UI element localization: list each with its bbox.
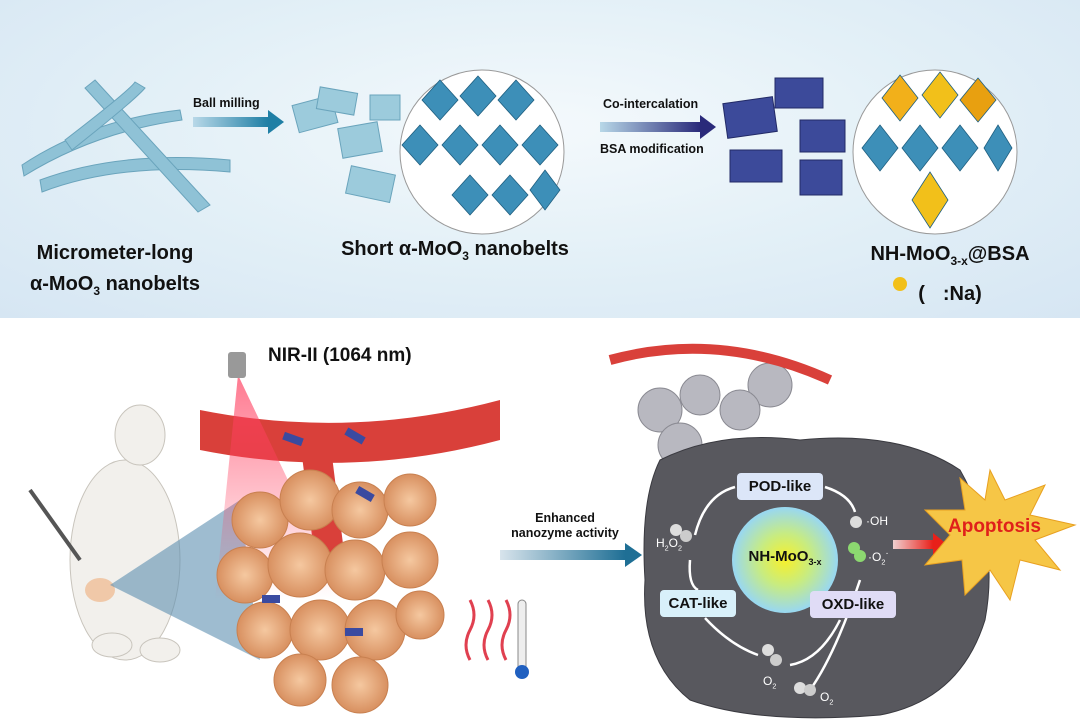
thermometer-icon bbox=[517, 599, 527, 671]
nh-moo3-bsa-label: NH-MoO3-x@BSA (:Na) bbox=[850, 238, 1050, 311]
laser-icon bbox=[228, 352, 246, 378]
reaction-arrows bbox=[688, 485, 862, 691]
octahedra bbox=[401, 75, 561, 216]
apoptosis-arrow bbox=[893, 540, 933, 549]
syringe-icon bbox=[28, 488, 82, 562]
oxygen-label-2: O2 bbox=[820, 690, 834, 707]
nh-moo3-core bbox=[732, 507, 838, 613]
label-line: NH-MoO3-x@BSA bbox=[870, 243, 1030, 268]
enhanced-activity-arrow bbox=[500, 550, 625, 560]
short-nanobelts bbox=[291, 86, 401, 204]
h2o2-label: H2O2 bbox=[656, 536, 683, 553]
laser-label: NIR-II (1064 nm) bbox=[268, 345, 412, 366]
label-line: Enhanced bbox=[535, 511, 595, 525]
long-nanobelts bbox=[21, 79, 231, 213]
tumor-site bbox=[85, 578, 115, 602]
enhanced-activity-label: Enhanced nanozyme activity bbox=[495, 511, 635, 541]
cat-like-box: CAT-like bbox=[660, 590, 736, 617]
short-nanobelts-label: Short α-MoO3 nanobelts bbox=[341, 238, 569, 263]
superoxide-label: ·O2· bbox=[868, 548, 889, 567]
pod-like-box: POD-like bbox=[737, 473, 823, 500]
apoptosis-label: Apoptosis bbox=[948, 516, 1041, 537]
co-intercalation-label: Co-intercalation bbox=[603, 97, 699, 111]
core-label: NH-MoO3-x bbox=[748, 548, 822, 567]
na-legend: (:Na) bbox=[918, 283, 982, 305]
label-line: Micrometer-long bbox=[36, 242, 194, 264]
tumor-cluster bbox=[216, 469, 445, 714]
hydroxyl-radical-label: ·OH bbox=[866, 514, 888, 528]
label-line: α-MoO3 nanobelts bbox=[29, 273, 201, 298]
molecules bbox=[670, 516, 866, 696]
label-line: nanozyme activity bbox=[511, 526, 619, 540]
nanosheets-in-tumor bbox=[262, 427, 375, 636]
ball-milling-label: Ball milling bbox=[193, 96, 260, 110]
doped-octahedra bbox=[861, 71, 1013, 229]
oxygen-label-1: O2 bbox=[763, 674, 777, 691]
apoptosis-burst-icon bbox=[923, 468, 1077, 602]
micrometer-nanobelts-label: Micrometer-long α-MoO3 nanobelts bbox=[0, 238, 230, 307]
mouse bbox=[69, 404, 181, 663]
na-atom-icon bbox=[893, 277, 907, 291]
ball-milling-arrow bbox=[193, 117, 268, 127]
co-intercalation-arrow bbox=[600, 122, 700, 132]
bsa-modification-label: BSA modification bbox=[600, 142, 704, 156]
oxd-like-box: OXD-like bbox=[810, 591, 896, 618]
heat-waves-icon bbox=[464, 599, 512, 661]
nh-nanosheets bbox=[722, 77, 846, 196]
